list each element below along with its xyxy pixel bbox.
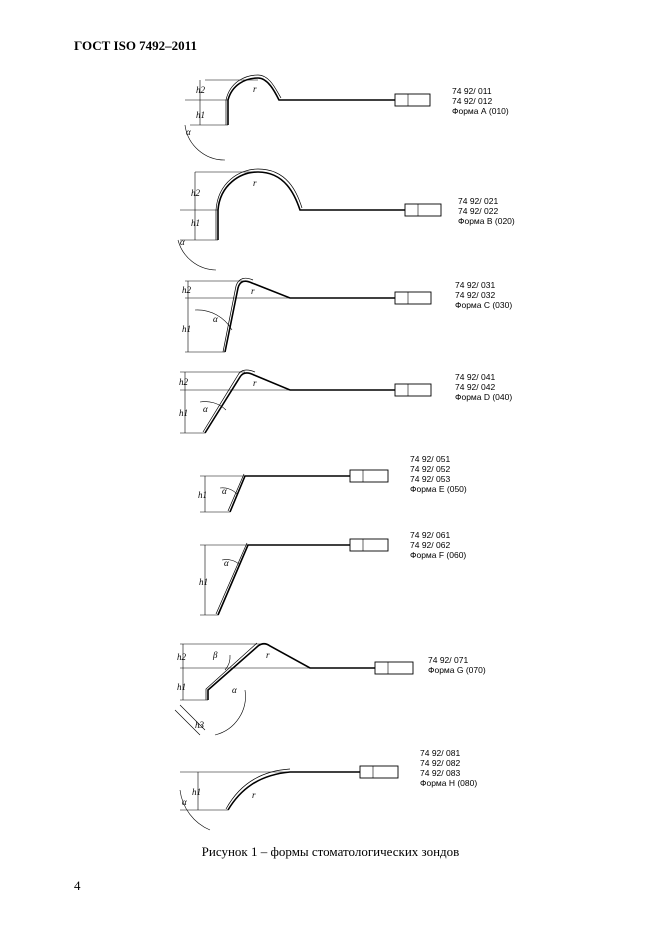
form-h-code-2: 74 92/ 082 — [420, 758, 460, 768]
form-c-code-1: 74 92/ 031 — [455, 280, 495, 290]
dim-alpha-e: α — [222, 486, 227, 496]
probe-form-a-label: 74 92/ 011 74 92/ 012 Форма А (010) — [452, 86, 509, 116]
form-b-code-1: 74 92/ 021 — [458, 196, 498, 206]
probe-form-g: h2 h1 h3 β α r — [174, 642, 414, 736]
dim-alpha-c: α — [213, 314, 218, 324]
page-number: 4 — [74, 878, 81, 893]
dim-h2-d: h2 — [179, 377, 189, 387]
form-e-name: Форма Е (050) — [410, 484, 467, 494]
form-g-name: Форма G (070) — [428, 665, 486, 675]
probe-form-f-label: 74 92/ 061 74 92/ 062 Форма F (060) — [410, 530, 466, 560]
dim-h1-h: h1 — [192, 787, 201, 797]
dim-h1-e: h1 — [198, 490, 207, 500]
form-h-name: Форма Н (080) — [420, 778, 477, 788]
form-e-code-1: 74 92/ 051 — [410, 454, 450, 464]
form-c-name: Форма С (030) — [455, 300, 512, 310]
dim-h1-c: h1 — [182, 324, 191, 334]
form-f-code-1: 74 92/ 061 — [410, 530, 450, 540]
dim-alpha-b: α — [180, 237, 185, 247]
probe-form-g-label: 74 92/ 071 Форма G (070) — [428, 655, 486, 675]
form-d-name: Форма D (040) — [455, 392, 512, 402]
probe-form-b-label: 74 92/ 021 74 92/ 022 Форма В (020) — [458, 196, 515, 226]
dim-h3-g: h3 — [195, 720, 205, 730]
dim-h2-c: h2 — [182, 285, 192, 295]
dim-r-c: r — [251, 286, 255, 296]
form-d-code-1: 74 92/ 041 — [455, 372, 495, 382]
document-header: ГОСТ ISO 7492–2011 — [74, 38, 197, 53]
dim-h1-a: h1 — [196, 110, 205, 120]
dim-h1-d: h1 — [179, 408, 188, 418]
probe-form-c-label: 74 92/ 031 74 92/ 032 Форма С (030) — [455, 280, 512, 310]
probe-form-e: h1 α — [198, 469, 389, 513]
form-g-code-1: 74 92/ 071 — [428, 655, 468, 665]
form-f-code-2: 74 92/ 062 — [410, 540, 450, 550]
dim-r-g: r — [266, 650, 270, 660]
dim-alpha-g: α — [232, 685, 237, 695]
form-a-name: Форма А (010) — [452, 106, 509, 116]
form-h-code-3: 74 92/ 083 — [420, 768, 460, 778]
dim-alpha-h: α — [182, 797, 187, 807]
form-f-name: Форма F (060) — [410, 550, 466, 560]
form-c-code-2: 74 92/ 032 — [455, 290, 495, 300]
probe-form-d-label: 74 92/ 041 74 92/ 042 Форма D (040) — [455, 372, 512, 402]
dim-h1-b: h1 — [191, 218, 200, 228]
dim-r-a: r — [253, 84, 257, 94]
form-b-code-2: 74 92/ 022 — [458, 206, 498, 216]
dim-alpha-d: α — [203, 404, 208, 414]
probe-form-d: h2 h1 α r — [179, 369, 432, 434]
probe-form-h: h1 α r — [179, 765, 399, 831]
dim-h2-g: h2 — [177, 652, 187, 662]
form-a-code-2: 74 92/ 012 — [452, 96, 492, 106]
probe-form-f: h1 α — [199, 538, 389, 616]
dim-h2-b: h2 — [191, 188, 201, 198]
form-h-code-1: 74 92/ 081 — [420, 748, 460, 758]
dim-r-d: r — [253, 378, 257, 388]
dim-r-h: r — [252, 790, 256, 800]
probe-form-h-label: 74 92/ 081 74 92/ 082 74 92/ 083 Форма Н… — [420, 748, 477, 788]
dim-beta-g: β — [212, 650, 218, 660]
probe-form-c: h2 h1 α r — [182, 277, 432, 353]
dim-h1-f: h1 — [199, 577, 208, 587]
form-a-code-1: 74 92/ 011 — [452, 86, 492, 96]
probe-form-b: h2 h1 α r — [177, 168, 442, 271]
dim-r-b: r — [253, 178, 257, 188]
probe-form-e-label: 74 92/ 051 74 92/ 052 74 92/ 053 Форма Е… — [410, 454, 467, 494]
form-d-code-2: 74 92/ 042 — [455, 382, 495, 392]
dim-alpha-a: α — [186, 127, 191, 137]
form-e-code-3: 74 92/ 053 — [410, 474, 450, 484]
dim-h1-g: h1 — [177, 682, 186, 692]
form-e-code-2: 74 92/ 052 — [410, 464, 450, 474]
probe-form-a: h2 h1 α r — [184, 74, 431, 161]
dim-h2-a: h2 — [196, 85, 206, 95]
form-b-name: Форма В (020) — [458, 216, 515, 226]
figure-caption: Рисунок 1 – формы стоматологических зонд… — [201, 844, 460, 859]
dim-alpha-f: α — [224, 558, 229, 568]
